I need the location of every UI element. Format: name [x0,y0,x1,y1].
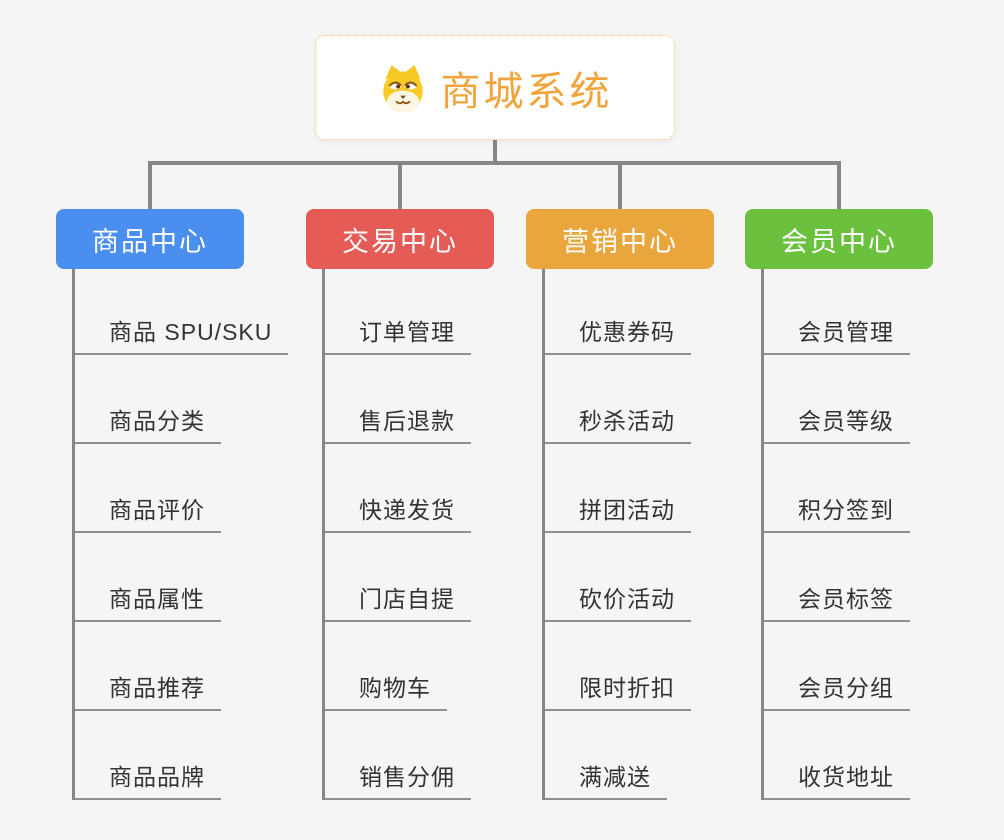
child-node-label: 会员标签 [798,586,894,612]
child-node-label: 售后退款 [359,408,455,434]
shiba-dog-icon [382,64,423,112]
connector-drop [398,161,402,209]
branch-label: 营销中心 [562,226,678,257]
connector-rail [148,161,841,165]
root-title: 商城系统 [440,69,613,114]
child-node-label: 商品品牌 [109,764,205,790]
child-node-label: 会员管理 [798,319,894,345]
mindmap-child-node[interactable]: 优惠券码 [545,269,691,355]
mindmap-child-node[interactable]: 商品推荐 [75,622,221,711]
child-node-label: 门店自提 [359,586,455,612]
child-node-label: 收货地址 [798,764,894,790]
connector-drop [837,161,841,209]
mindmap-child-node[interactable]: 满减送 [545,711,667,800]
mindmap-child-node[interactable]: 砍价活动 [545,533,691,622]
mindmap-child-node[interactable]: 会员分组 [764,622,910,711]
child-node-label: 商品推荐 [109,675,205,701]
connector-drop [618,161,622,209]
mindmap-child-node[interactable]: 订单管理 [325,269,471,355]
child-node-label: 销售分佣 [359,764,455,790]
child-node-label: 购物车 [359,675,431,701]
child-node-label: 商品评价 [109,497,205,523]
child-node-label: 满减送 [579,764,651,790]
branch-label: 商品中心 [92,226,208,257]
branch-children-marketing-center: 优惠券码秒杀活动拼团活动砍价活动限时折扣满减送 [542,269,691,800]
child-node-label: 商品分类 [109,408,205,434]
connector-trunk [493,140,497,165]
mindmap-child-node[interactable]: 商品属性 [75,533,221,622]
mindmap-child-node[interactable]: 限时折扣 [545,622,691,711]
branch-label: 交易中心 [342,226,458,257]
branch-label: 会员中心 [781,226,897,257]
mindmap-child-node[interactable]: 商品分类 [75,355,221,444]
child-node-label: 快递发货 [359,497,455,523]
child-node-label: 积分签到 [798,497,894,523]
mindmap-child-node[interactable]: 销售分佣 [325,711,471,800]
mindmap-child-node[interactable]: 快递发货 [325,444,471,533]
mindmap-child-node[interactable]: 商品 SPU/SKU [75,269,289,355]
branch-children-trade-center: 订单管理售后退款快递发货门店自提购物车销售分佣 [322,269,471,800]
branch-node-member-center[interactable]: 会员中心 [745,209,933,269]
mindmap-child-node[interactable]: 秒杀活动 [545,355,691,444]
mindmap-child-node[interactable]: 门店自提 [325,533,471,622]
branch-children-product-center: 商品 SPU/SKU 商品分类商品评价商品属性商品推荐商品品牌 [72,269,289,800]
child-node-label: 秒杀活动 [579,408,675,434]
child-node-label: 会员等级 [798,408,894,434]
branch-node-trade-center[interactable]: 交易中心 [306,209,494,269]
mindmap-child-node[interactable]: 拼团活动 [545,444,691,533]
child-node-label: 拼团活动 [579,497,675,523]
child-node-label: 限时折扣 [579,675,675,701]
mindmap-child-node[interactable]: 会员管理 [764,269,910,355]
mindmap-child-node[interactable]: 商品品牌 [75,711,221,800]
mindmap-child-node[interactable]: 会员标签 [764,533,910,622]
child-node-label: 砍价活动 [579,586,675,612]
mindmap-child-node[interactable]: 商品评价 [75,444,221,533]
child-node-label: 会员分组 [798,675,894,701]
branch-node-marketing-center[interactable]: 营销中心 [526,209,714,269]
mindmap-child-node[interactable]: 售后退款 [325,355,471,444]
mindmap-child-node[interactable]: 会员等级 [764,355,910,444]
branch-children-member-center: 会员管理会员等级积分签到会员标签会员分组收货地址 [761,269,910,800]
mindmap-child-node[interactable]: 收货地址 [764,711,910,800]
mindmap-child-node[interactable]: 购物车 [325,622,447,711]
child-node-label: 商品 SPU/SKU [109,319,273,345]
mindmap-child-node[interactable]: 积分签到 [764,444,910,533]
child-node-label: 优惠券码 [579,319,675,345]
root-node[interactable]: 商城系统 [315,35,675,140]
child-node-label: 商品属性 [109,586,205,612]
connector-drop [148,161,152,209]
branch-node-product-center[interactable]: 商品中心 [56,209,244,269]
child-node-label: 订单管理 [359,319,455,345]
